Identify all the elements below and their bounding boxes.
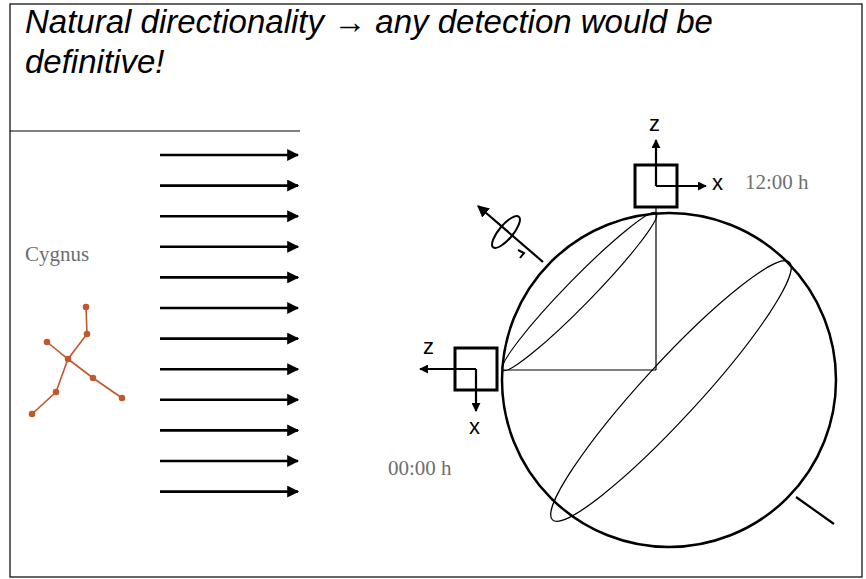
- flux-arrow: [160, 184, 298, 187]
- flux-arrows: [160, 155, 298, 492]
- flux-arrow: [160, 490, 298, 493]
- flux-arrow: [160, 337, 298, 340]
- flux-arrow: [160, 398, 298, 401]
- constellation: [30, 305, 125, 417]
- slide-title: Natural directionality → any detection w…: [25, 2, 715, 82]
- detector: [420, 140, 706, 411]
- flux-arrow: [160, 307, 298, 310]
- frame-fragment: [10, 130, 300, 131]
- flux-arrow: [160, 429, 298, 432]
- axis-label: z: [649, 111, 660, 136]
- axis-label: x: [469, 414, 480, 439]
- frame: [10, 4, 862, 577]
- flux-arrow: [160, 215, 298, 218]
- constellation-name: Cygnus: [25, 242, 89, 266]
- axis-label: x: [712, 170, 723, 195]
- flux-arrow: [160, 276, 298, 279]
- flux-arrow: [160, 368, 298, 371]
- flux-arrow: [160, 246, 298, 249]
- flux-arrow: [160, 460, 298, 463]
- time-label: 00:00 h: [388, 456, 452, 480]
- earth: [478, 204, 836, 547]
- axis-label: z: [423, 334, 434, 359]
- time-label: 12:00 h: [745, 170, 809, 194]
- flux-arrow: [160, 154, 298, 157]
